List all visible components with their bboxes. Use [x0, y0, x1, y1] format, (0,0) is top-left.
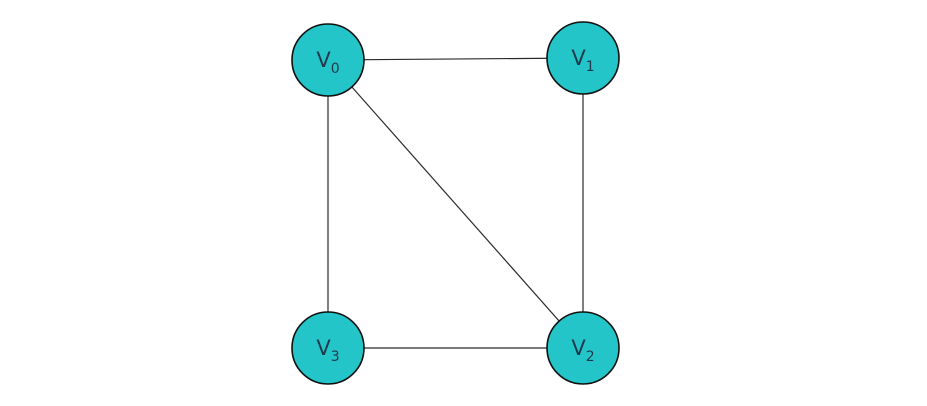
node-label-v0: V0 — [316, 48, 339, 77]
node-circle-v1 — [546, 21, 620, 95]
node-label-letter-v2: V — [571, 336, 586, 360]
node-label-letter-v3: V — [316, 336, 331, 360]
edge-v0-v2 — [327, 59, 584, 349]
node-v2: V2 — [546, 311, 620, 385]
node-v0: V0 — [291, 23, 365, 97]
node-v3: V3 — [291, 311, 365, 385]
node-label-subscript-v2: 2 — [586, 349, 595, 365]
node-label-v3: V3 — [316, 336, 339, 365]
node-label-subscript-v0: 0 — [331, 61, 340, 77]
node-label-v1: V1 — [571, 46, 594, 75]
node-label-v2: V2 — [571, 336, 594, 365]
node-circle-v3 — [291, 311, 365, 385]
node-label-subscript-v3: 3 — [331, 349, 340, 365]
node-label-subscript-v1: 1 — [586, 59, 595, 75]
node-label-letter-v0: V — [316, 48, 331, 72]
node-circle-v2 — [546, 311, 620, 385]
node-v1: V1 — [546, 21, 620, 95]
edge-v0-v1 — [327, 57, 584, 61]
node-label-letter-v1: V — [571, 46, 586, 70]
edges-layer — [327, 57, 584, 349]
node-circle-v0 — [291, 23, 365, 97]
